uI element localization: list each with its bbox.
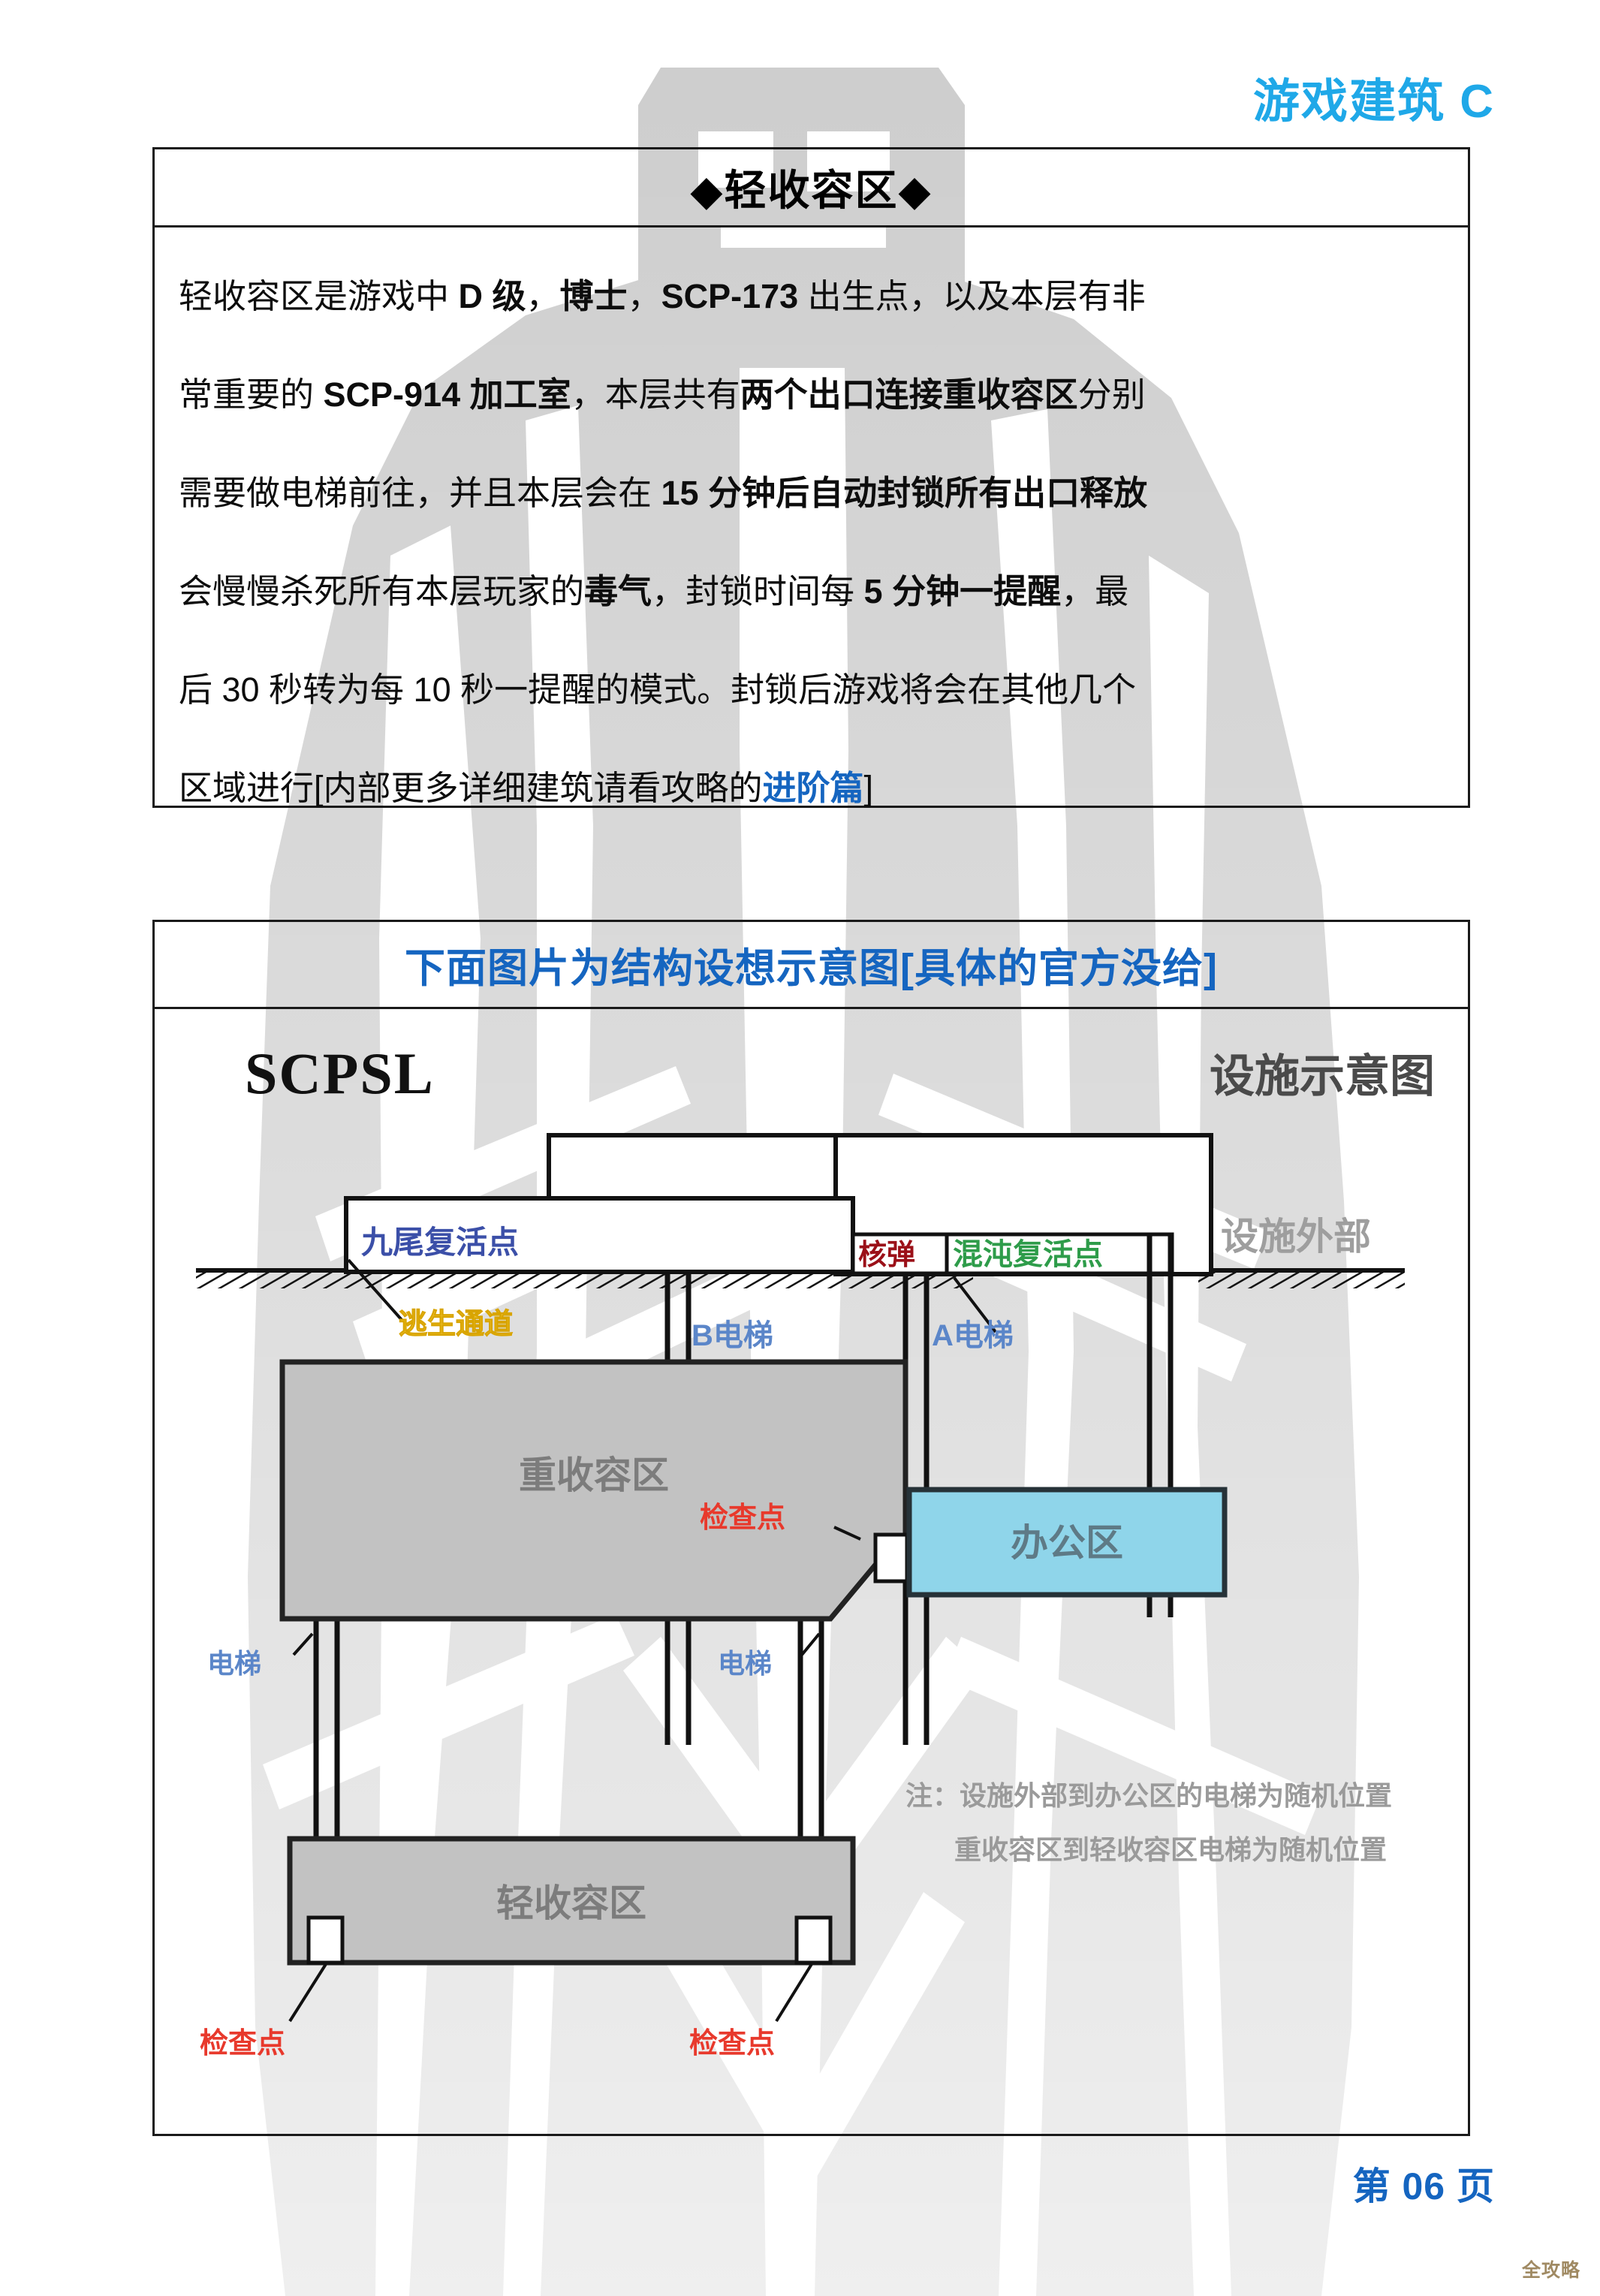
emphasis-text: SCP-173 (661, 277, 799, 315)
text-panel: ◆轻收容区◆ 轻收容区是游戏中 D 级，博士，SCP-173 出生点，以及本层有… (152, 147, 1470, 808)
facility-exterior-label: 设施外部 (1221, 1216, 1371, 1258)
plain-text: ，本层共有 (571, 375, 740, 414)
emphasis-text: SCP-914 加工室 (323, 375, 571, 414)
checkpoint-label-heavy: 检查点 (700, 1502, 785, 1534)
body-line-3: 需要做电梯前往，并且本层会在 15 分钟后自动封锁所有出口释放 (179, 444, 1444, 542)
nuke-label: 核弹 (858, 1240, 915, 1271)
ground-line-right (1198, 1268, 1405, 1288)
section-title-bar: ◆轻收容区◆ (155, 149, 1468, 227)
schematic-title-text: 设施示意图 (1210, 1051, 1435, 1101)
escape-route-label: 逃生通道 (399, 1309, 513, 1340)
schematic-svg: SCPSL 设施示意图 设施外部 九尾复活点 核弹 混沌复活点 逃生通道 B电梯… (196, 1041, 1435, 2059)
chaos-spawn-label: 混沌复活点 (953, 1238, 1103, 1271)
plain-text: 出生点，以及本层有非 (798, 277, 1146, 315)
checkpoint-marker-heavy (873, 1532, 909, 1583)
office-area-label: 办公区 (1011, 1522, 1123, 1564)
page-title: 游戏建筑 C (1252, 76, 1495, 128)
elevator-b-label: B电梯 (692, 1319, 773, 1352)
diagram-panel: 下面图片为结构设想示意图[具体的官方没给] (152, 920, 1470, 2136)
note-line-2: 重收容区到轻收容区电梯为随机位置 (954, 1834, 1387, 1865)
emphasis-text: 博士 (559, 277, 628, 315)
body-line-1: 轻收容区是游戏中 D 级，博士，SCP-173 出生点，以及本层有非 (179, 247, 1444, 345)
plain-text: 常重要的 (179, 375, 324, 414)
ninetails-spawn-label: 九尾复活点 (361, 1225, 519, 1260)
elevator-a-label: A电梯 (932, 1319, 1014, 1352)
heavy-containment-label: 重收容区 (519, 1454, 669, 1496)
plain-text: ] (863, 769, 874, 807)
plain-text: 轻收容区是游戏中 (179, 277, 459, 315)
emphasis-text: 毒气 (584, 572, 652, 610)
section-title: ◆轻收容区◆ (690, 167, 933, 214)
checkpoint-label-lcz-left: 检查点 (200, 2028, 285, 2059)
plain-text: ，最 (1061, 572, 1129, 610)
emphasis-text: 两个出口连接重收容区 (740, 375, 1078, 414)
emphasis-text: 15 分钟后自动封锁所有出口释放 (661, 474, 1148, 512)
checkpoint-label-lcz-right: 检查点 (689, 2028, 775, 2059)
site-watermark: 全攻略 (1521, 2260, 1580, 2281)
emphasis-text: 5 分钟一提醒 (863, 572, 1062, 610)
body-line-5: 后 30 秒转为每 10 秒一提醒的模式。封锁后游戏将会在其他几个 (179, 640, 1444, 739)
plain-text: 分别 (1077, 375, 1146, 414)
plain-text: 后 30 秒转为每 10 秒一提醒的模式。封锁后游戏将会在其他几个 (179, 670, 1137, 709)
plain-text: 会慢慢杀死所有本层玩家的 (179, 572, 585, 610)
checkpoint-marker-lcz-right (794, 1915, 833, 1965)
note-line-1: 注：设施外部到办公区的电梯为随机位置 (905, 1780, 1392, 1811)
inline-link-text[interactable]: 进阶篇 (762, 769, 864, 807)
diagram-caption-bar: 下面图片为结构设想示意图[具体的官方没给] (155, 922, 1468, 1009)
plain-text: ，封锁时间每 (652, 572, 864, 610)
checkpoint-marker-lcz-left (306, 1915, 345, 1965)
elevator-label-left: 电梯 (207, 1648, 261, 1679)
elevator-label-right: 电梯 (718, 1648, 772, 1679)
light-containment-label: 轻收容区 (496, 1882, 646, 1924)
body-line-4: 会慢慢杀死所有本层玩家的毒气，封锁时间每 5 分钟一提醒，最 (179, 542, 1444, 640)
page-number: 第 06 页 (1352, 2165, 1495, 2207)
plain-text: ， (627, 277, 661, 315)
plain-text: ， (526, 277, 560, 315)
emphasis-text: D 级 (458, 277, 526, 315)
diagram-caption: 下面图片为结构设想示意图[具体的官方没给] (405, 946, 1218, 991)
plain-text: 区域进行[内部更多详细建筑请看攻略的 (179, 769, 763, 807)
scpsl-logo: SCPSL (245, 1041, 435, 1106)
body-text: 轻收容区是游戏中 D 级，博士，SCP-173 出生点，以及本层有非 常重要的 … (155, 227, 1468, 837)
facility-schematic: SCPSL 设施示意图 设施外部 九尾复活点 核弹 混沌复活点 逃生通道 B电梯… (155, 1009, 1468, 2134)
body-line-6: 区域进行[内部更多详细建筑请看攻略的进阶篇] (179, 739, 1444, 837)
plain-text: 需要做电梯前往，并且本层会在 (179, 474, 661, 512)
body-line-2: 常重要的 SCP-914 加工室，本层共有两个出口连接重收容区分别 (179, 345, 1444, 444)
